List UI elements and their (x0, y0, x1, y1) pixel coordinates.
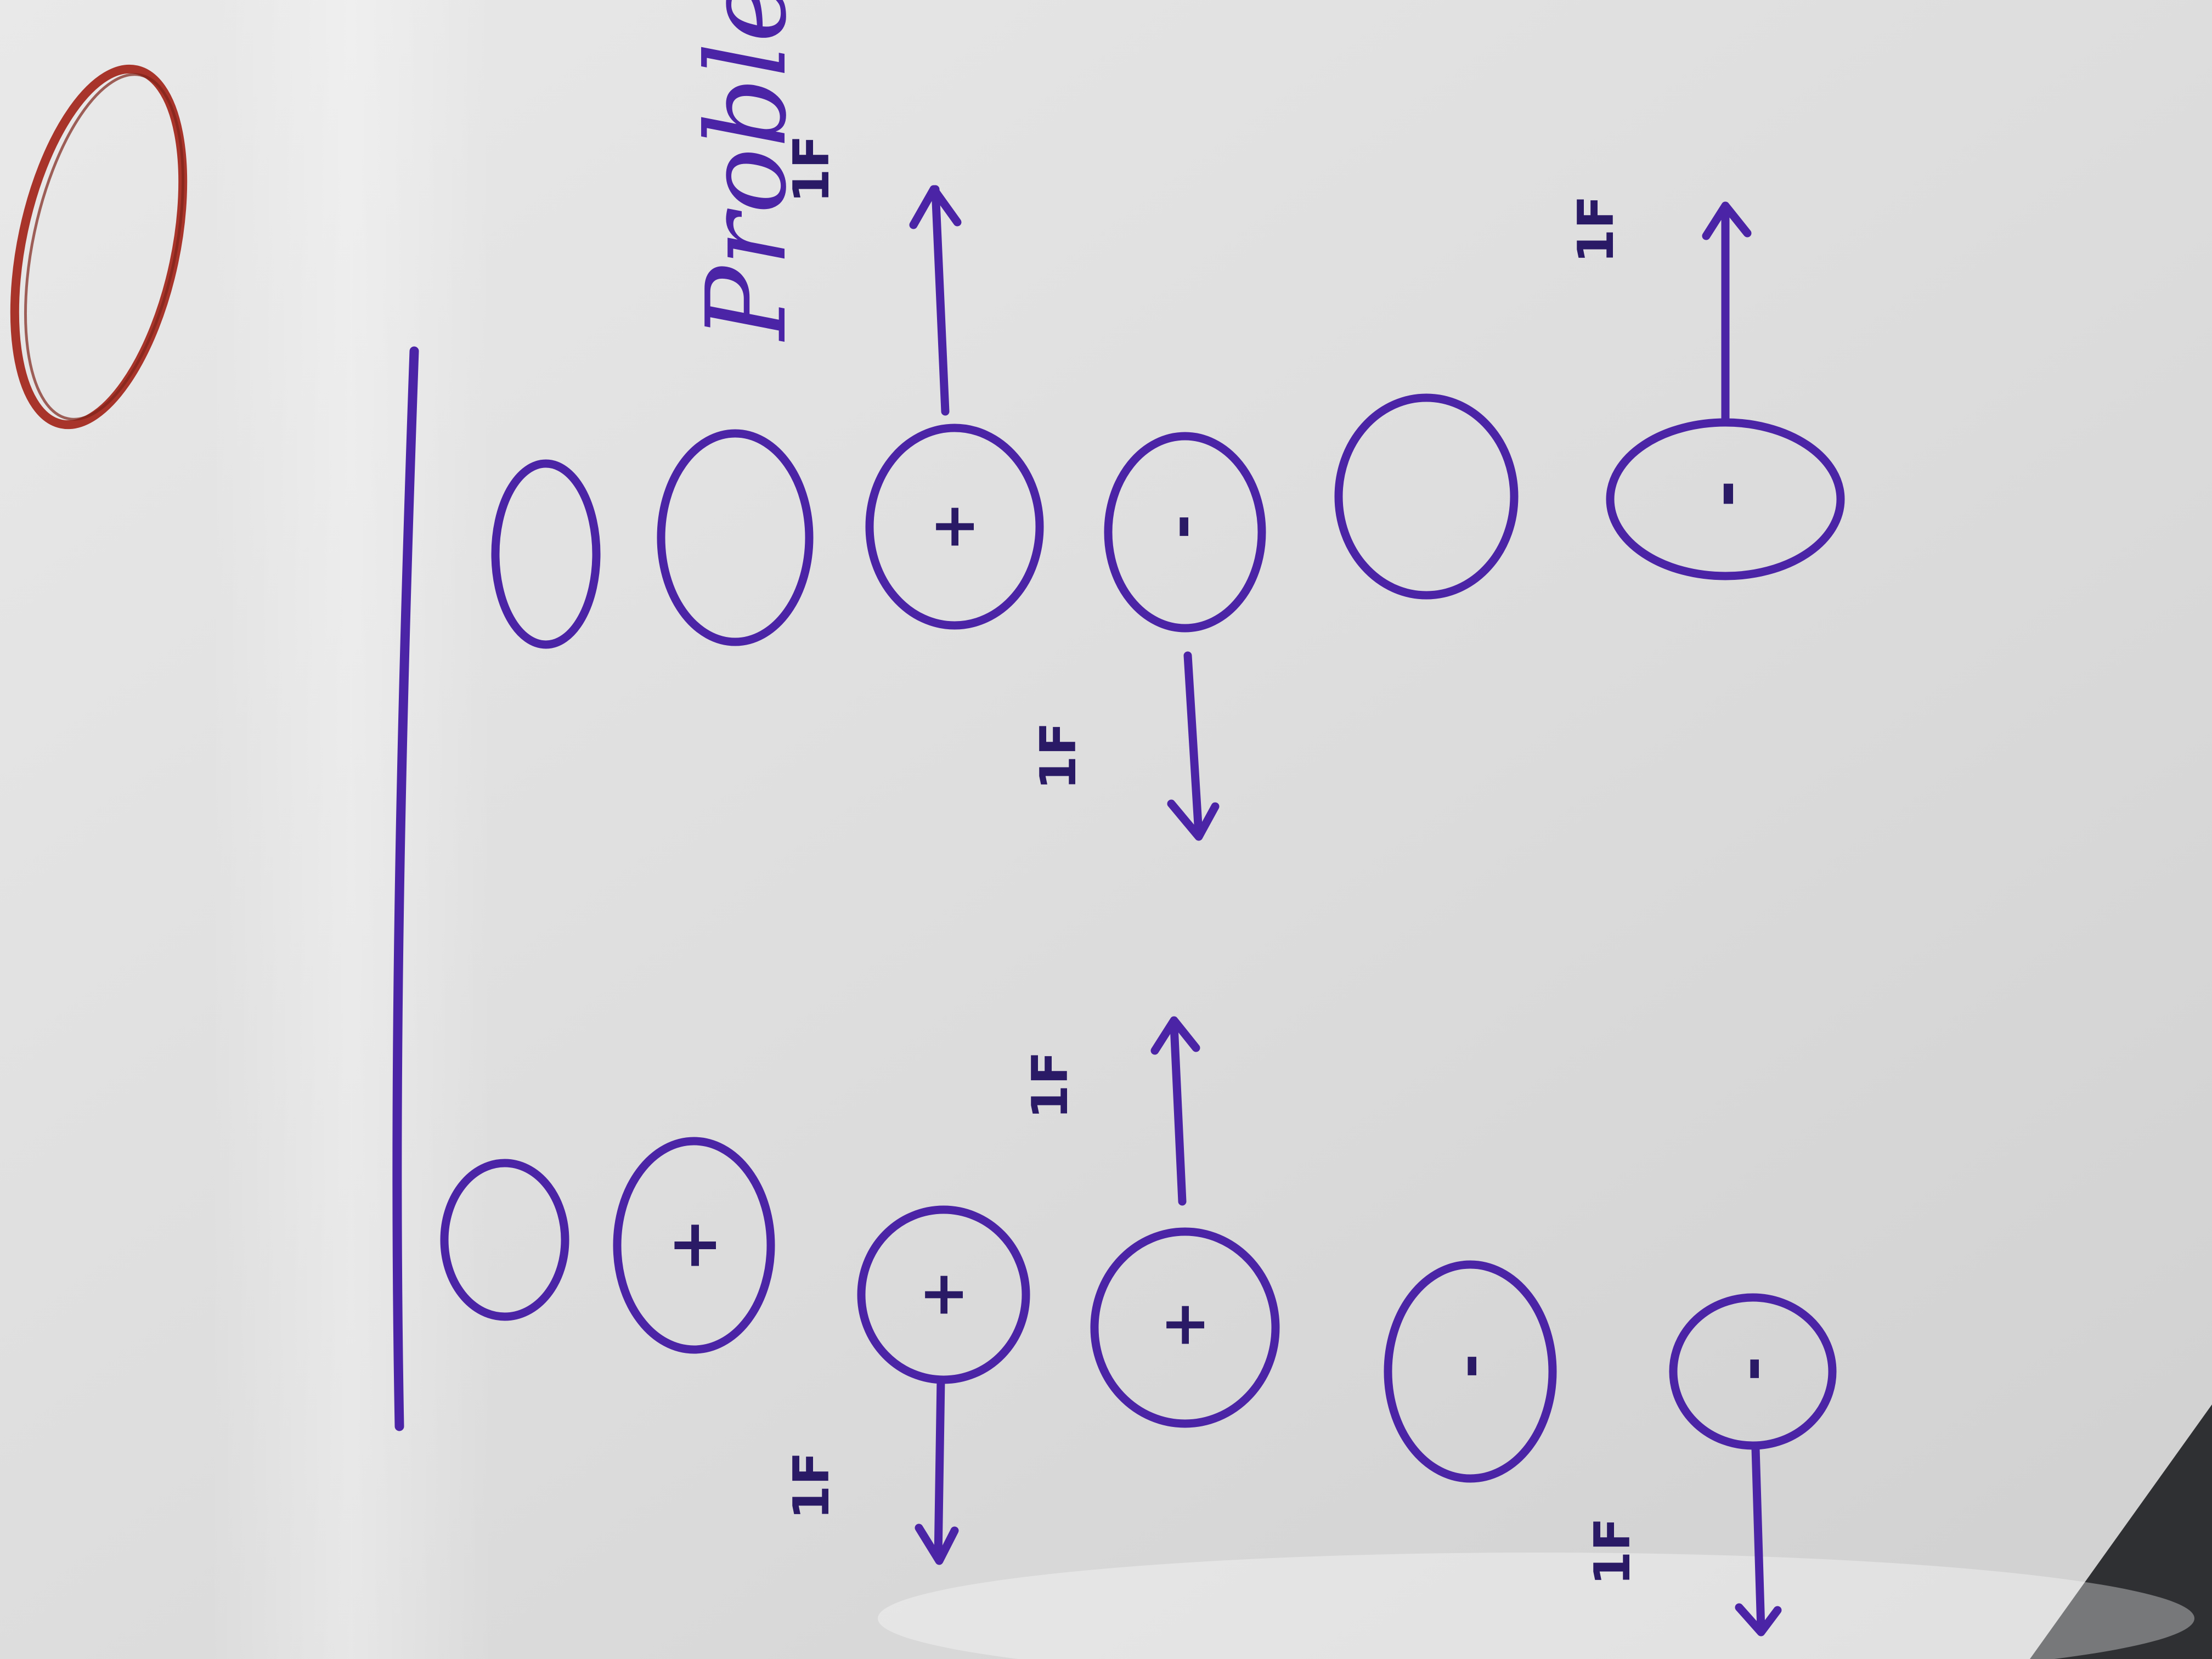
upper-force-arrow-6 (1702, 201, 1752, 427)
upper-circle-2 (657, 429, 814, 646)
upper-diagram: + - - 1F 1F 1F (491, 135, 1845, 841)
problem-title: Problem # 1 (683, 0, 811, 342)
upper-circle-3 (865, 424, 1044, 630)
upper-circle-1 (491, 459, 601, 649)
upper-charge-3: + (918, 501, 988, 552)
upper-force-label-6: 1F (1567, 195, 1625, 263)
lower-charge-5: - (1434, 1353, 1504, 1379)
upper-circle-4 (1104, 432, 1266, 633)
lower-circle-5 (1384, 1260, 1557, 1483)
lower-charge-2: + (656, 1218, 732, 1273)
upper-force-arrow-3 (909, 185, 962, 416)
lower-force-arrow-3 (915, 1375, 959, 1565)
title-underline (392, 346, 419, 1431)
title-group: Problem # 1 (683, 0, 811, 342)
rubber-band (10, 64, 188, 430)
upper-charge-4: - (1146, 514, 1216, 539)
lower-charge-4: + (1148, 1300, 1218, 1350)
lower-diagram: + + + - - 1F 1F 1F (440, 1016, 1837, 1637)
lower-force-arrow-6 (1735, 1444, 1782, 1637)
lower-force-arrow-4 (1150, 1016, 1200, 1206)
light-glare-bottom (878, 1553, 2194, 1659)
upper-force-label-4: 1F (1030, 722, 1087, 790)
upper-charge-6: - (1687, 480, 1763, 507)
upper-force-label-3: 1F (783, 135, 840, 203)
upper-force-arrow-4 (1167, 651, 1220, 841)
lower-charge-6: - (1716, 1356, 1786, 1381)
light-glare (208, 0, 494, 1659)
lower-force-label-3: 1F (783, 1452, 840, 1520)
lower-force-label-6: 1F (1584, 1517, 1641, 1585)
lower-force-label-4: 1F (1022, 1051, 1079, 1119)
lower-circle-4 (1090, 1227, 1280, 1428)
upper-circle-5 (1334, 393, 1519, 600)
lower-charge-3: + (907, 1269, 977, 1320)
lower-circle-2 (613, 1137, 775, 1354)
lower-circle-1 (440, 1159, 569, 1321)
